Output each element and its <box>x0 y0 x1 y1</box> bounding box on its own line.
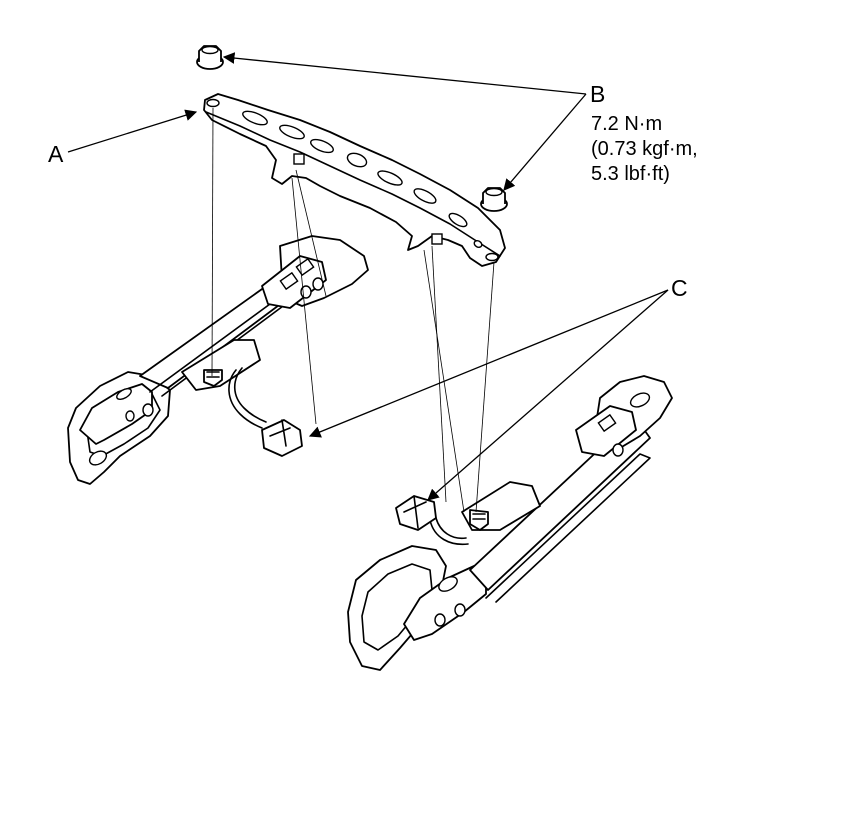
torque-spec-line3: 5.3 lbf·ft) <box>591 163 670 185</box>
bracket-a <box>203 93 506 267</box>
callout-c: C <box>671 275 688 301</box>
leader-lines <box>67 52 669 501</box>
left-seat-rail <box>67 235 369 485</box>
callout-a: A <box>48 141 64 167</box>
flange-nut-upper <box>196 45 224 70</box>
torque-spec-line2: (0.73 kgf·m, <box>591 138 698 160</box>
callout-b: B <box>590 81 605 107</box>
torque-spec-line1: 7.2 N·m <box>591 113 662 135</box>
alignment-guide-lines <box>211 107 495 513</box>
right-seat-rail <box>347 375 673 671</box>
flange-nut-lower <box>480 187 508 212</box>
